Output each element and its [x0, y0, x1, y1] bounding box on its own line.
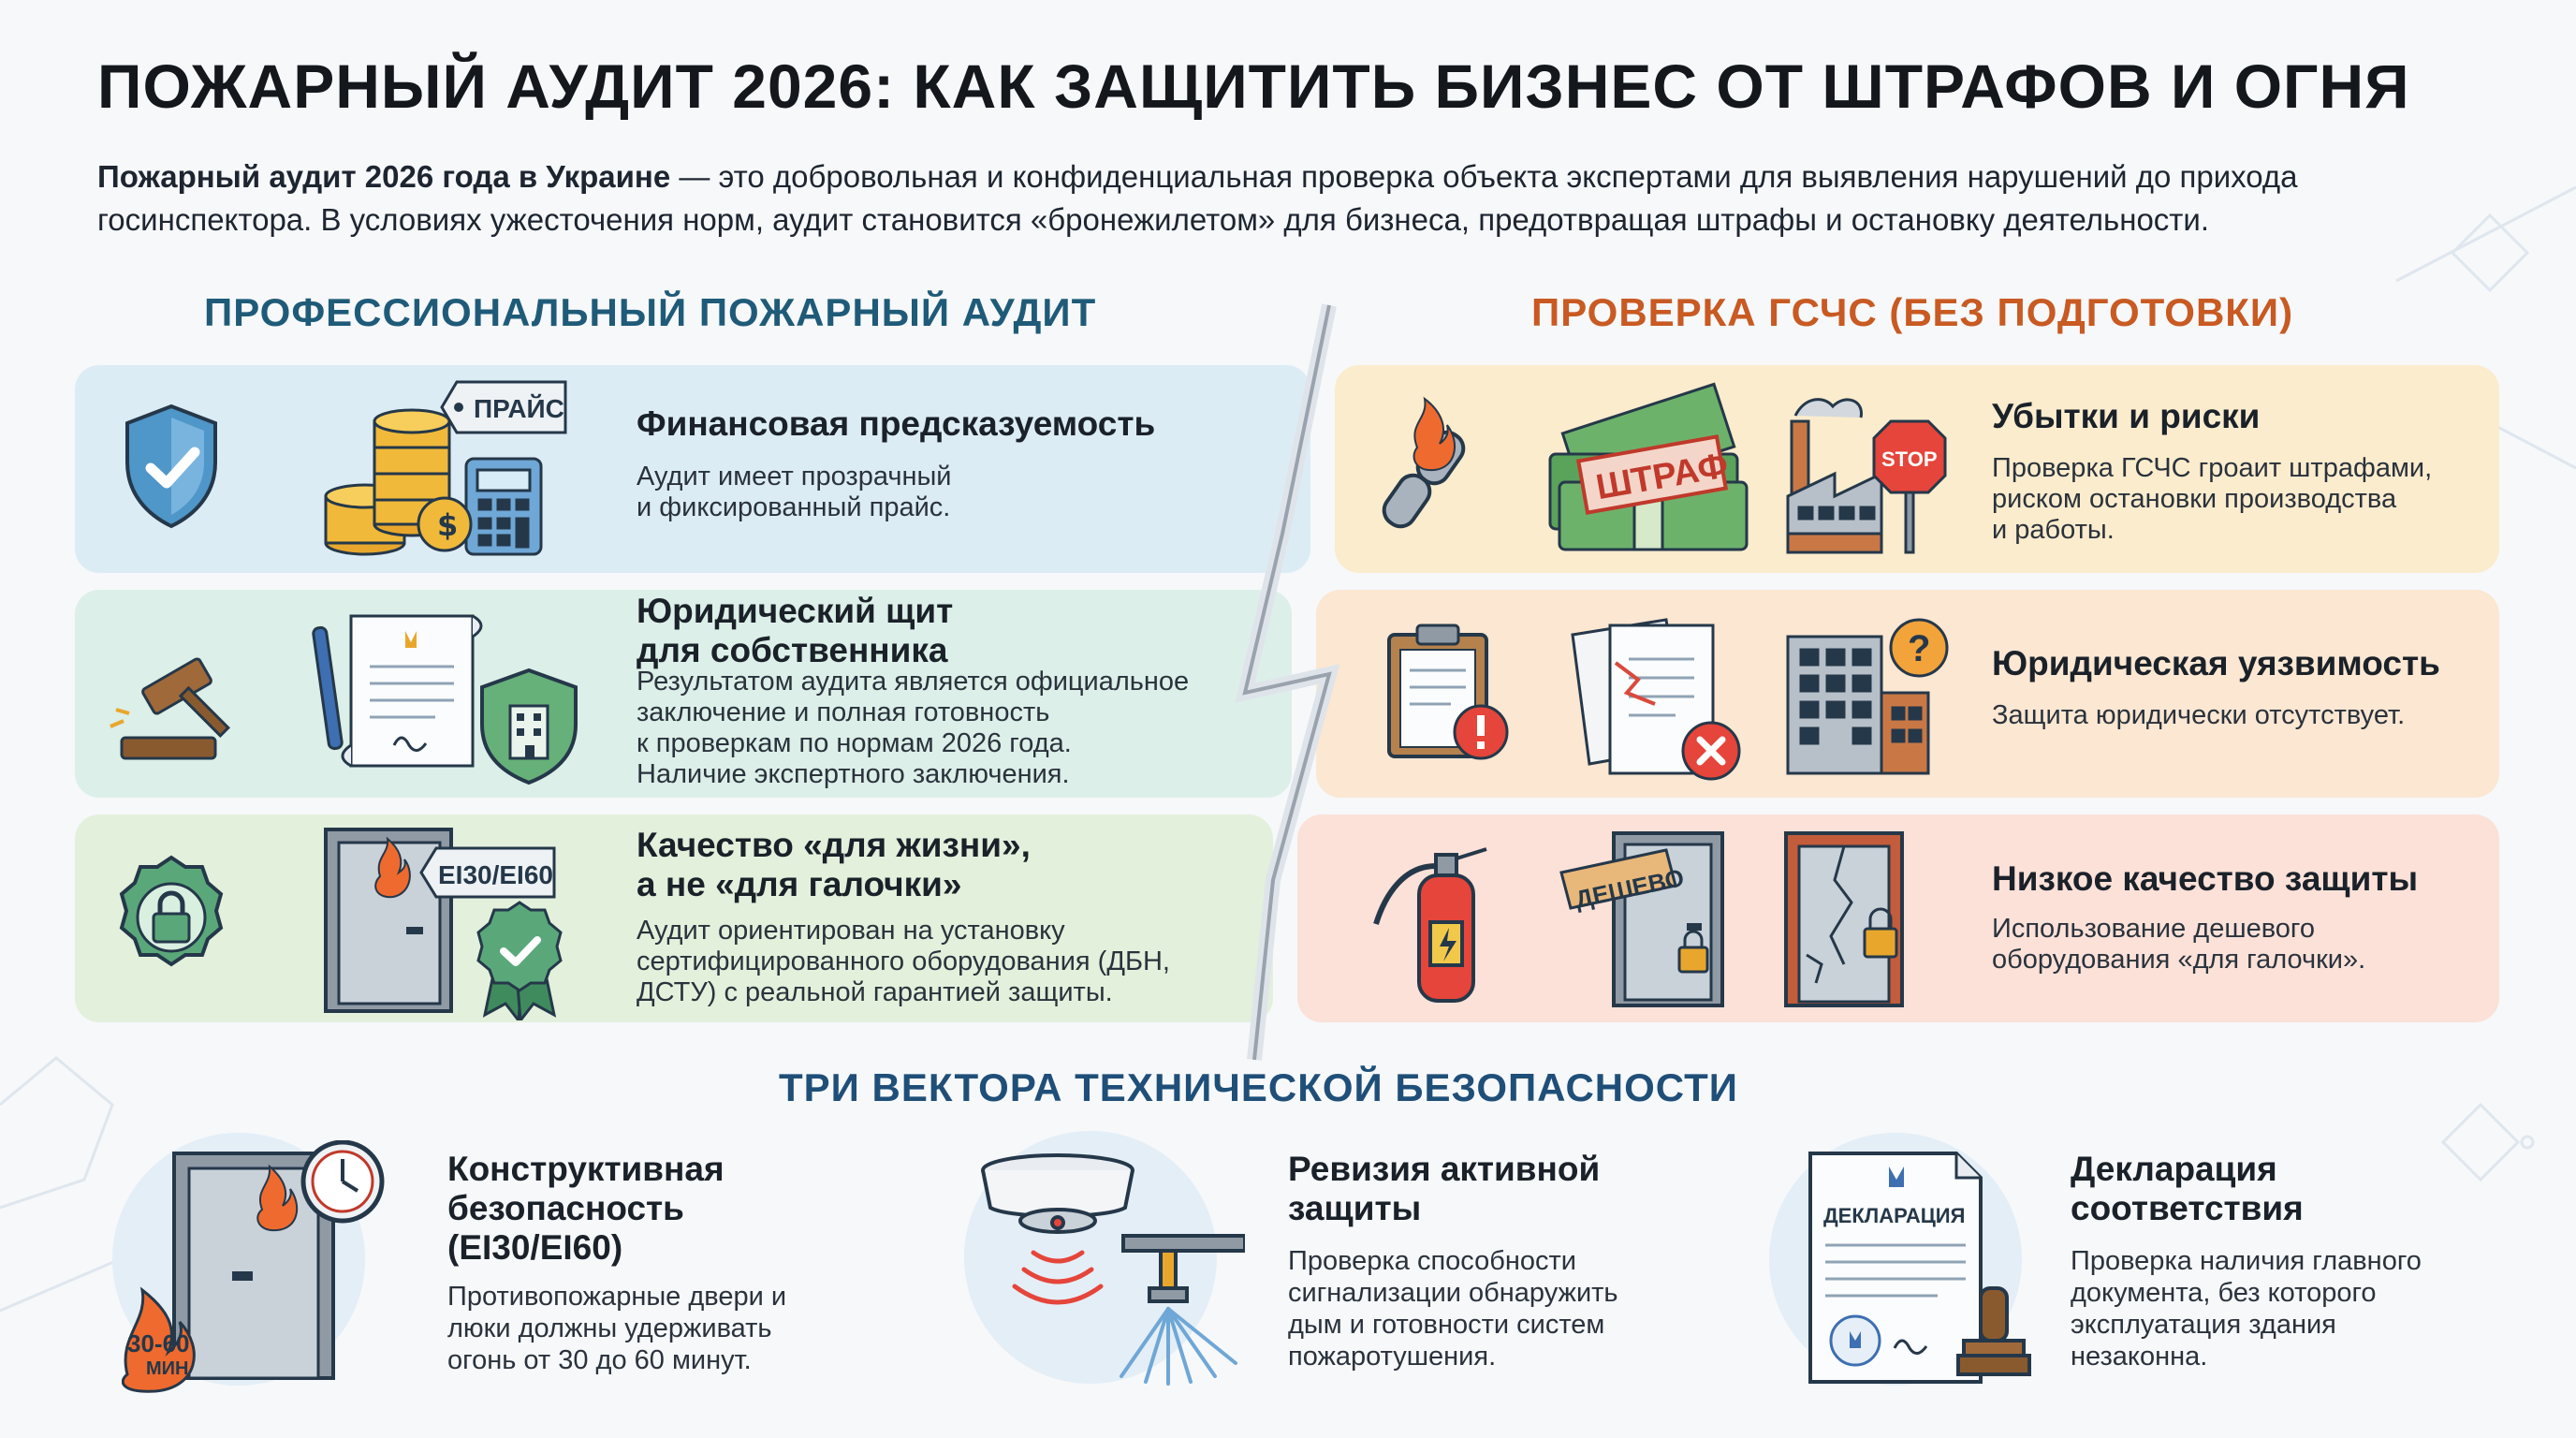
- gavel-icon: [110, 657, 230, 760]
- card-title: Финансовая предсказуемость: [637, 404, 1156, 443]
- document-pen-icon: [312, 614, 483, 768]
- ei-rating-tag-icon: EI30/EI60: [419, 846, 556, 899]
- vector-text: Проверка способности сигнализации обнару…: [1288, 1246, 1618, 1372]
- vector-text: Противопожарные двери и люки должны удер…: [447, 1282, 787, 1375]
- building-question-icon: ?: [1786, 618, 1949, 775]
- svg-text:$: $: [437, 507, 458, 543]
- card-text: Проверка ГСЧС гроаит штрафами, риском ос…: [1992, 453, 2433, 545]
- price-tag-text: ПРАЙС: [474, 393, 564, 423]
- card-text: Аудит имеет прозрачный и фиксированный п…: [637, 462, 952, 522]
- badge-minutes-unit: МИН: [146, 1358, 188, 1379]
- left-section-heading: ПРОФЕССИОНАЛЬНЫЙ ПОЖАРНЫЙ АУДИТ: [204, 290, 1097, 334]
- intro-rest: — это добровольная и конфиденциальная пр…: [97, 159, 2298, 237]
- clipboard-warning-icon: [1387, 624, 1509, 760]
- declaration-label: ДЕКЛАРАЦИЯ: [1823, 1204, 1965, 1227]
- card-quality-for-life: [75, 814, 1273, 1022]
- cheap-door-icon: ДЕШЕВО: [1559, 831, 1724, 1007]
- intro-bold: Пожарный аудит 2026 года в Украине: [97, 159, 671, 194]
- price-tag-icon: ПРАЙС: [440, 380, 567, 434]
- fire-door-clock-icon: 30-60 МИН: [122, 1140, 385, 1393]
- stop-sign-text: STOP: [1881, 448, 1938, 471]
- svg-text:?: ?: [1908, 628, 1930, 669]
- vectors-heading: ТРИ ВЕКТОРА ТЕХНИЧЕСКОЙ БЕЗОПАСНОСТИ: [779, 1065, 1738, 1109]
- burning-chain-icon: [1382, 396, 1466, 529]
- lock-badge-icon: [119, 855, 224, 967]
- ei-rating-text: EI30/EI60: [438, 860, 553, 889]
- card-legal-shield: [75, 590, 1292, 798]
- card-title: Низкое качество защиты: [1992, 859, 2419, 898]
- cracked-door-icon: [1784, 831, 1904, 1007]
- smoke-detector-sprinkler-icon: [981, 1153, 1245, 1386]
- card-text: Защита юридически отсутствует.: [1992, 700, 2406, 730]
- shield-check-icon: [125, 404, 217, 529]
- declaration-document-icon: ДЕКЛАРАЦИЯ: [1808, 1152, 2031, 1384]
- factory-stop-icon: STOP: [1786, 398, 1947, 554]
- lightning-divider: [1235, 303, 1340, 1061]
- card-title: Юридический щит для собственника: [637, 592, 954, 669]
- card-text: Использование дешевого оборудования «для…: [1992, 914, 2366, 975]
- card-title: Юридическая уязвимость: [1992, 644, 2440, 682]
- vector-title: Ревизия активной защиты: [1288, 1150, 1601, 1227]
- badge-minutes-range: 30-60: [127, 1329, 190, 1357]
- building-shield-icon: [480, 668, 578, 785]
- money-fine-icon: ШТРАФ: [1548, 382, 1749, 551]
- card-title: Убытки и риски: [1992, 397, 2261, 435]
- fire-extinguisher-icon: [1373, 847, 1487, 1003]
- page-title: ПОЖАРНЫЙ АУДИТ 2026: КАК ЗАЩИТИТЬ БИЗНЕС…: [97, 51, 2410, 121]
- intro-paragraph: Пожарный аудит 2026 года в Украине — это…: [97, 155, 2512, 242]
- vector-title: Декларация соответствия: [2071, 1150, 2304, 1227]
- vector-title: Конструктивная безопасность (EI30/EI60): [447, 1150, 724, 1267]
- coins-calculator-icon: $: [324, 408, 543, 556]
- card-text: Результатом аудита является официальное …: [637, 667, 1190, 789]
- card-text: Аудит ориентирован на установку сертифиц…: [637, 916, 1170, 1007]
- vector-text: Проверка наличия главного документа, без…: [2071, 1246, 2422, 1372]
- right-section-heading: ПРОВЕРКА ГСЧС (БЕЗ ПОДГОТОВКИ): [1531, 290, 2294, 334]
- card-financial-predictability: [75, 365, 1310, 573]
- card-title: Качество «для жизни», а не «для галочки»: [637, 826, 1031, 903]
- certified-badge-icon: [476, 901, 563, 1020]
- torn-document-icon: [1571, 618, 1741, 781]
